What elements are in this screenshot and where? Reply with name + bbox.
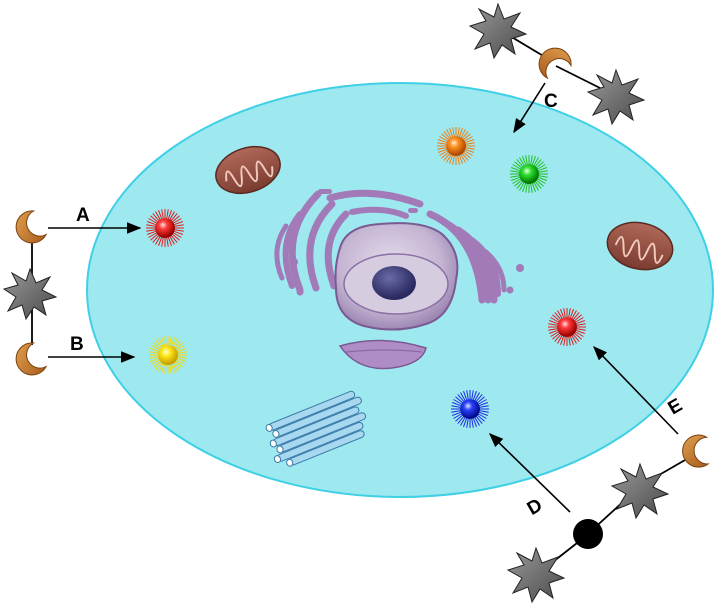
ligand <box>506 546 566 604</box>
receptor <box>682 434 710 468</box>
label-b: B <box>70 334 84 355</box>
mitochondrion <box>215 145 281 195</box>
centriole <box>265 390 367 467</box>
label-d: D <box>524 495 546 520</box>
nucleus <box>334 222 459 331</box>
mitochondrion <box>606 221 674 271</box>
endoplasmic-reticulum <box>274 189 524 304</box>
golgi-apparatus <box>338 339 427 370</box>
left-signal-complex <box>2 210 58 376</box>
vesicle-blue-d <box>451 390 489 428</box>
top-right-signal-complex <box>468 2 646 126</box>
arrow-c <box>513 82 546 134</box>
vesicle-yellow-b <box>149 336 187 374</box>
receptor <box>15 210 48 244</box>
vesicle-green <box>510 155 548 193</box>
receptor <box>15 342 48 376</box>
label-e: E <box>665 395 686 420</box>
vesicles <box>146 127 586 428</box>
vesicle-orange <box>437 127 475 165</box>
vesicle-red-a <box>146 209 184 247</box>
ligand <box>586 68 646 126</box>
vesicle-red-e <box>548 308 586 346</box>
ligand <box>610 462 670 520</box>
label-c: C <box>544 91 558 112</box>
ligand <box>2 267 58 321</box>
ligand <box>468 2 528 60</box>
nucleolus <box>372 266 416 300</box>
arrows <box>48 82 679 513</box>
label-a: A <box>76 205 90 226</box>
black-ligand <box>573 519 603 549</box>
receptor <box>538 47 572 80</box>
arrow-d <box>488 432 571 513</box>
arrow-e <box>592 345 679 435</box>
bottom-right-signal-complex <box>506 434 710 604</box>
